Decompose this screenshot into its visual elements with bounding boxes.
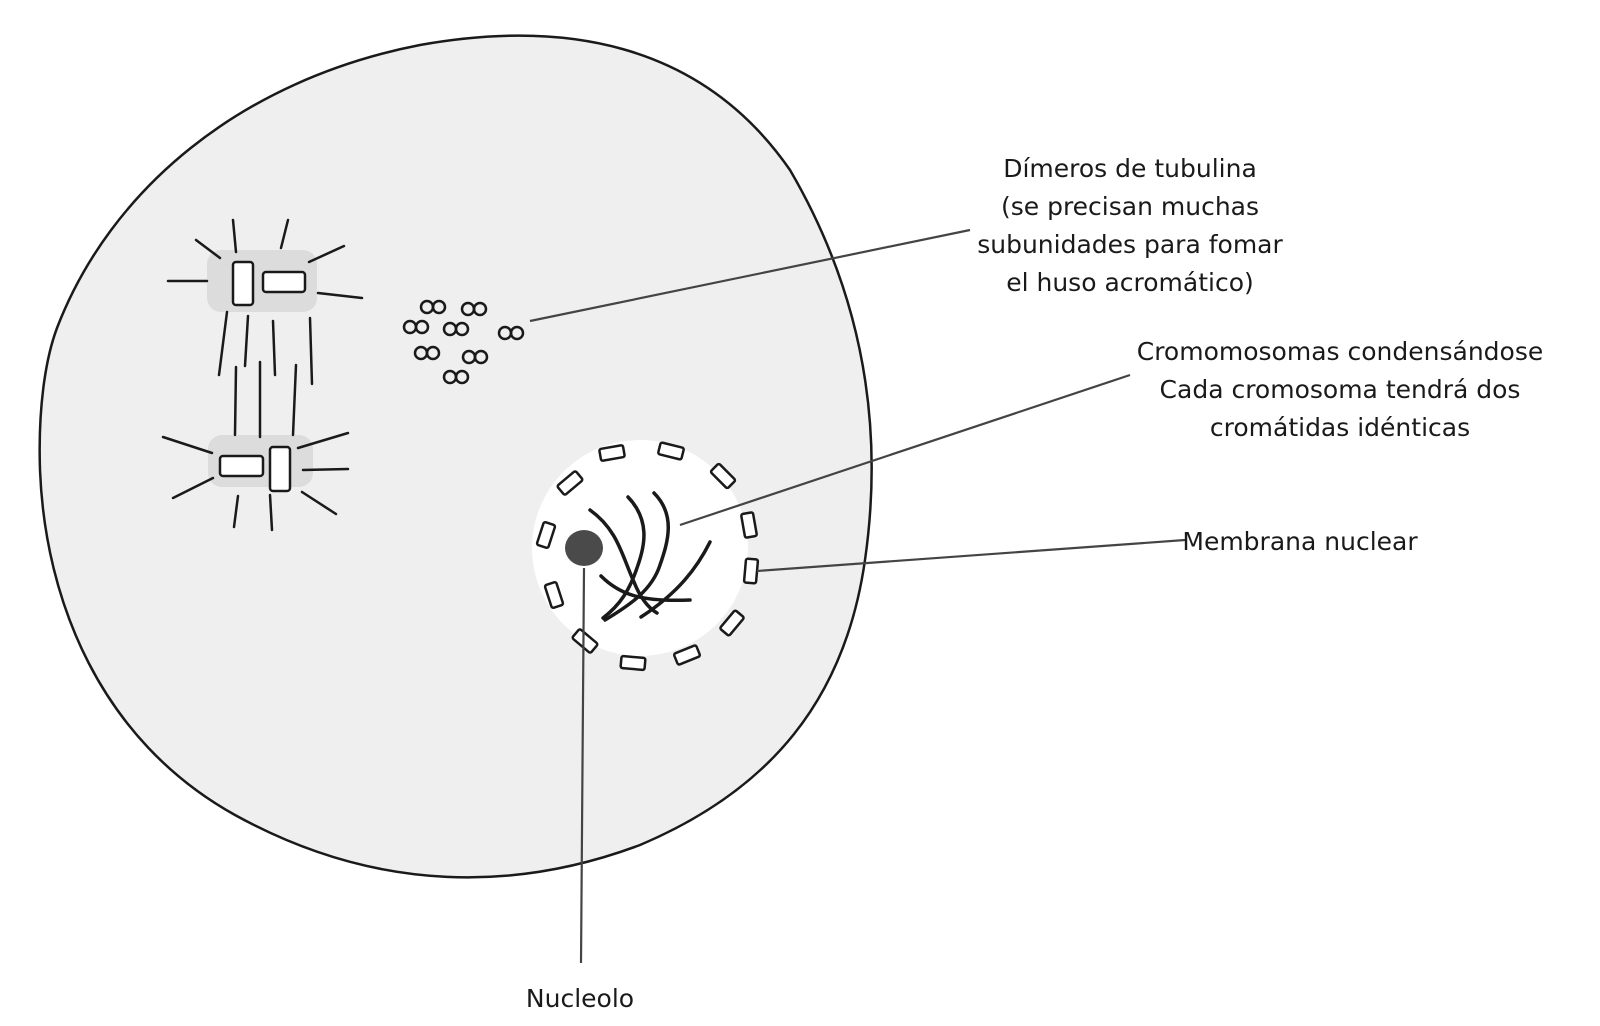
nuclear-membrane-fragment [556, 470, 584, 496]
tubulin-dimer [460, 301, 488, 317]
label-chromosomes: Cromomosomas condensándose Cada cromosom… [1090, 333, 1590, 447]
nuclear-membrane-fragment [543, 581, 565, 609]
nuclear-membrane-fragment [598, 444, 626, 462]
spindle-microtubules [217, 310, 314, 439]
nucleus-interior [532, 440, 748, 656]
tubulin-dimer [402, 319, 430, 335]
label-line: Nucleolo [525, 984, 635, 1013]
tubulin-dimer [419, 299, 447, 315]
chromosomes [588, 491, 712, 622]
centriole [231, 260, 255, 307]
nuclear-membrane-fragment [657, 441, 685, 461]
aster-microtubules [161, 431, 350, 532]
nuclear-membrane-fragment [740, 511, 758, 539]
label-line: Membrana nuclear [1182, 527, 1418, 556]
leader-line-nucleolo [579, 567, 586, 964]
chromosome [601, 495, 646, 620]
chromosome [603, 491, 670, 622]
label-line: (se precisan muchas [1000, 192, 1260, 221]
cell-membrane [38, 34, 873, 879]
label-line: subunidades para fomar [977, 230, 1283, 259]
centriole [218, 454, 265, 478]
nuclear-membrane-fragment [535, 521, 557, 549]
label-line: Cada cromosoma tendrá dos [1159, 375, 1521, 404]
nuclear-membrane-fragments [535, 441, 760, 672]
leader-line-membrana [756, 538, 1186, 573]
tubulin-dimer [461, 349, 489, 365]
centrosome-upper [166, 218, 364, 312]
chromosome [639, 540, 712, 619]
tubulin-dimer [442, 321, 470, 337]
label-line: Cromomosomas condensándose [1136, 337, 1544, 366]
tubulin-dimers [402, 299, 525, 385]
chromosome [588, 508, 659, 615]
nuclear-membrane-fragment [571, 628, 599, 654]
nucleolus [565, 530, 603, 566]
nucleus [532, 440, 760, 672]
label-line: el huso acromático) [1006, 268, 1254, 297]
leader-line-cromosomas [679, 373, 1131, 527]
tubulin-dimer [413, 345, 441, 361]
label-nuclear-membrane: Membrana nuclear [1150, 523, 1450, 561]
nuclear-membrane-fragment [619, 654, 647, 672]
centriole [261, 270, 307, 294]
label-tubulin-dimers: Dímeros de tubulina (se precisan muchas … [900, 150, 1360, 302]
tubulin-dimer [442, 369, 470, 385]
nuclear-membrane-fragment [672, 644, 702, 666]
leader-line-dimeros [529, 228, 971, 323]
centrosome-lower [161, 431, 350, 532]
chromosome [599, 574, 692, 603]
nuclear-membrane-fragment [709, 462, 737, 490]
label-line: Dímeros de tubulina [1003, 154, 1257, 183]
aster-microtubules [166, 218, 364, 300]
nuclear-membrane-fragment [719, 609, 745, 637]
label-line: cromátidas idénticas [1209, 413, 1471, 442]
label-nucleolus: Nucleolo [480, 980, 680, 1018]
tubulin-dimer [497, 325, 525, 341]
leader-lines [529, 228, 1186, 964]
nuclear-membrane-fragment [742, 557, 760, 585]
centriole [268, 445, 292, 493]
